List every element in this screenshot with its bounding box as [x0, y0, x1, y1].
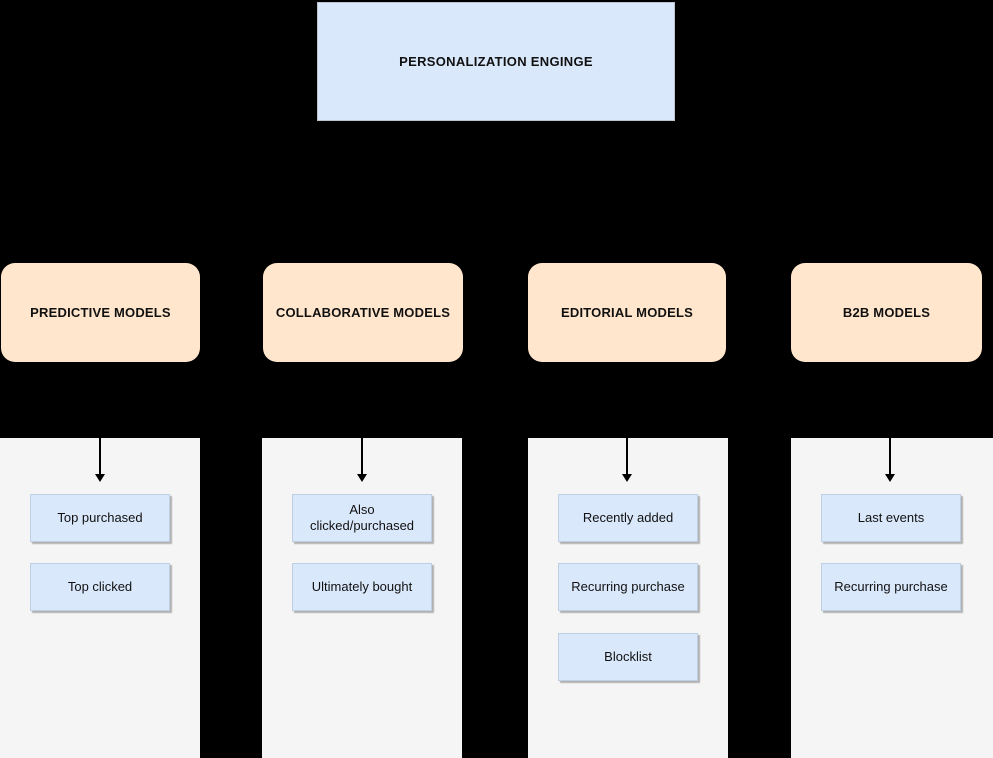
model-item: Recurring purchase [821, 563, 961, 611]
down-arrow-icon [621, 362, 633, 482]
category-label-predictive: PREDICTIVE MODELS [30, 305, 171, 320]
arrow-head [95, 474, 105, 482]
down-arrow-icon [94, 362, 106, 482]
model-item: Ultimately bought [292, 563, 432, 611]
category-node-editorial: EDITORIAL MODELS [528, 263, 726, 362]
model-item-label: Recurring purchase [834, 579, 948, 594]
category-node-b2b: B2B MODELS [791, 263, 982, 362]
arrow-shaft [361, 362, 363, 474]
arrow-shaft [889, 362, 891, 474]
model-item-label: Also clicked/purchased [309, 502, 415, 533]
model-item: Also clicked/purchased [292, 494, 432, 542]
lane-predictive: Top purchased Top clicked [0, 438, 200, 758]
model-item-label: Ultimately bought [311, 579, 413, 594]
model-item-label: Top purchased [57, 510, 143, 525]
arrow-shaft [99, 362, 101, 474]
model-item: Recurring purchase [558, 563, 698, 611]
lane-b2b: Last events Recurring purchase [791, 438, 993, 758]
lane-editorial: Recently added Recurring purchase Blockl… [528, 438, 728, 758]
model-item-label: Last events [857, 510, 925, 525]
personalization-engine-node: PERSONALIZATION ENGINGE [317, 2, 675, 121]
model-item-label: Recently added [582, 510, 674, 525]
category-node-collaborative: COLLABORATIVE MODELS [263, 263, 463, 362]
arrow-head [622, 474, 632, 482]
lane-collaborative: Also clicked/purchased Ultimately bought [262, 438, 462, 758]
category-label-collaborative: COLLABORATIVE MODELS [275, 305, 451, 320]
arrow-head [357, 474, 367, 482]
arrow-head [885, 474, 895, 482]
model-item: Recently added [558, 494, 698, 542]
arrow-shaft [626, 362, 628, 474]
category-label-b2b: B2B MODELS [842, 305, 931, 320]
model-item-label: Blocklist [604, 649, 652, 664]
model-item: Top purchased [30, 494, 170, 542]
down-arrow-icon [884, 362, 896, 482]
category-label-editorial: EDITORIAL MODELS [560, 305, 693, 320]
category-node-predictive: PREDICTIVE MODELS [1, 263, 200, 362]
personalization-engine-label: PERSONALIZATION ENGINGE [399, 54, 593, 69]
model-item: Last events [821, 494, 961, 542]
down-arrow-icon [356, 362, 368, 482]
model-item: Blocklist [558, 633, 698, 681]
model-item-label: Top clicked [67, 579, 133, 594]
model-item-label: Recurring purchase [571, 579, 685, 594]
model-item: Top clicked [30, 563, 170, 611]
